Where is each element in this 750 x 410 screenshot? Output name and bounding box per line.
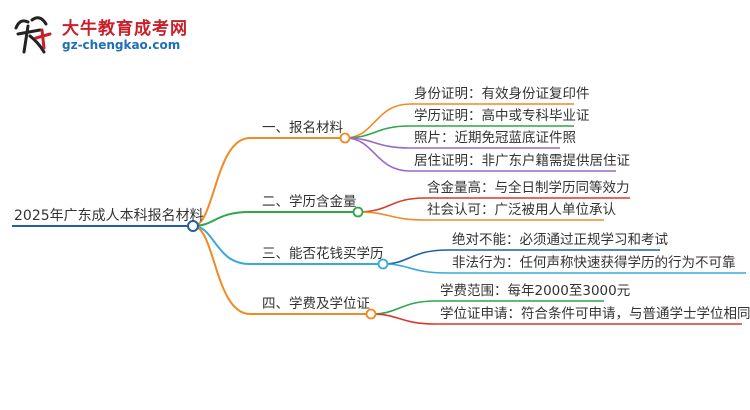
root-node-dot (187, 220, 199, 232)
b2-child-1[interactable]: 含金量高：与全日制学历同等效力 (427, 180, 630, 196)
connector-b1-c1 (344, 103, 574, 139)
branch-3-dot (377, 258, 389, 270)
connector-b2-c2 (357, 211, 604, 221)
connector-branch-1 (192, 137, 345, 227)
connector-b3-c1 (382, 249, 660, 265)
b4-child-2[interactable]: 学位证申请：符合条件可申请，与普通学士学位相同 (440, 306, 750, 322)
brand-title: 大牛教育成考网 (62, 19, 188, 39)
connector-b4-c2 (370, 313, 742, 325)
bull-logo-icon (14, 16, 52, 54)
b1-child-3[interactable]: 照片：近期免冠蓝底证件照 (414, 130, 576, 146)
connector-b4-c1 (370, 300, 604, 315)
branch-1-label[interactable]: 一、报名材料 (262, 120, 343, 136)
connector-branch-3 (192, 225, 383, 265)
b3-child-2[interactable]: 非法行为：任何声称快速获得学历的行为不可靠 (452, 255, 736, 271)
b1-child-2[interactable]: 学历证明：高中或专科毕业证 (414, 108, 590, 124)
b1-child-4[interactable]: 居住证明：非广东户籍需提供居住证 (414, 153, 630, 169)
b1-child-1[interactable]: 身份证明：有效身份证复印件 (414, 86, 590, 102)
connector-b3-c2 (382, 263, 746, 274)
brand-logo[interactable]: 大牛教育成考网 gz-chengkao.com (10, 8, 210, 60)
branch-3-label[interactable]: 三、能否花钱买学历 (262, 246, 384, 262)
b2-child-2[interactable]: 社会认可：广泛被用人单位承认 (427, 202, 616, 218)
branch-2-dot (352, 206, 364, 218)
connector-b2-c1 (357, 197, 630, 213)
branch-4-dot (365, 308, 377, 320)
connector-branch-2 (192, 211, 358, 227)
connector-branch-4 (192, 225, 371, 315)
b4-child-1[interactable]: 学费范围：每年2000至3000元 (440, 283, 631, 299)
connector-b1-c4 (344, 137, 616, 172)
branch-4-label[interactable]: 四、学费及学位证 (262, 296, 370, 312)
b3-child-1[interactable]: 绝对不能：必须通过正规学习和考试 (452, 232, 668, 248)
brand-url: gz-chengkao.com (62, 38, 181, 52)
branch-1-dot (339, 132, 351, 144)
root-topic[interactable]: 2025年广东成人本科报名材料 (14, 208, 204, 224)
branch-2-label[interactable]: 二、学历含金量 (262, 194, 357, 210)
connector-b1-c2 (344, 125, 574, 139)
